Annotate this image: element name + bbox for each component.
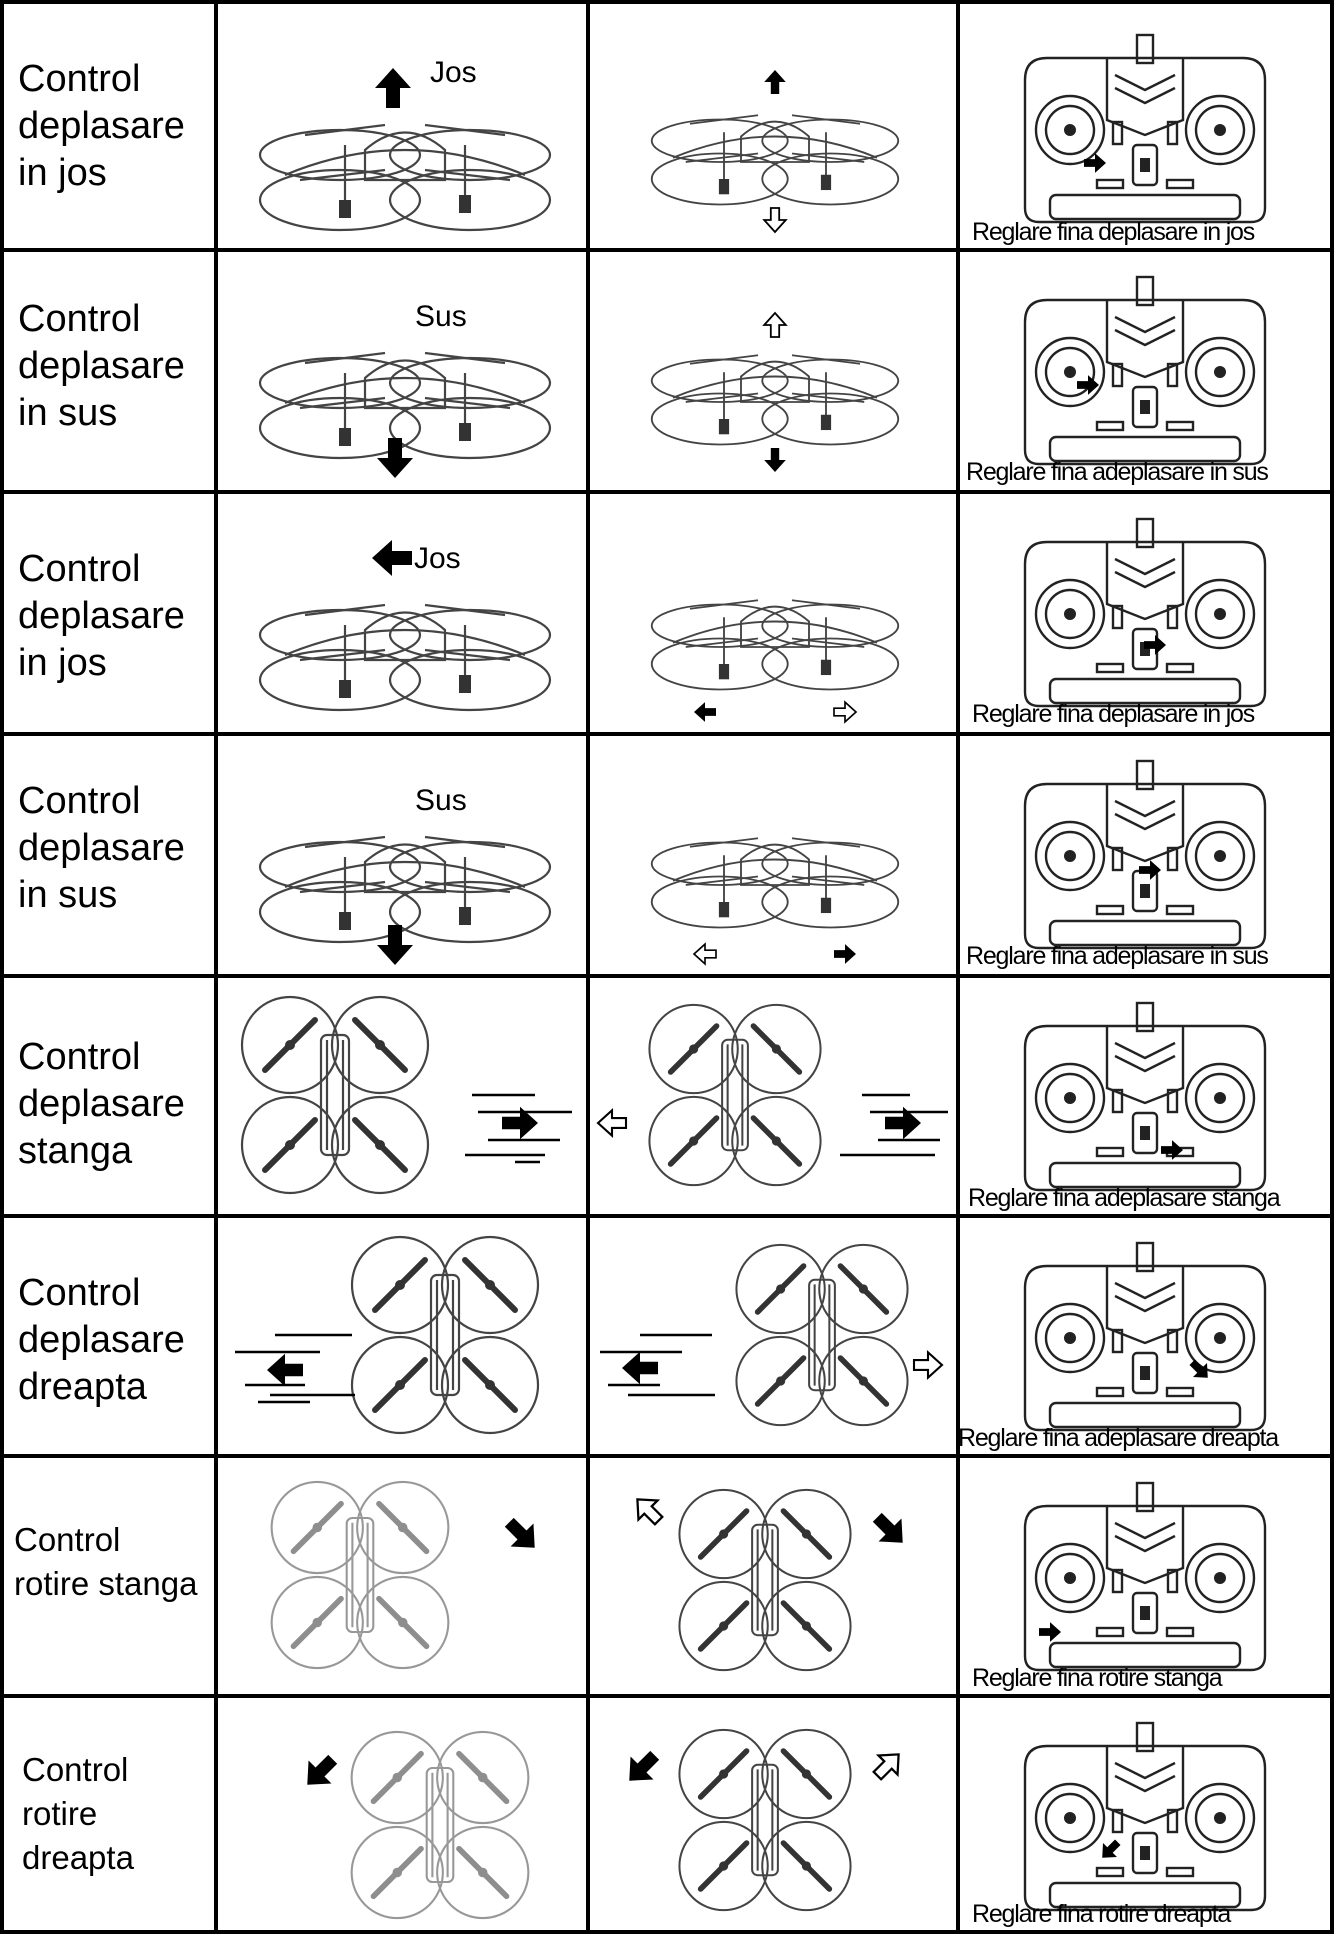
hollow-arrow-up-icon [763, 312, 787, 338]
arrow-down-left-icon [617, 1743, 667, 1793]
hollow-arrow-left-icon [596, 1109, 628, 1137]
arrow-right-icon [1084, 153, 1106, 173]
row-label: Control rotire dreapta [22, 1751, 134, 1876]
trim-caption: Reglare fina rotire stanga [972, 1664, 1223, 1692]
trim-caption: Reglare fina adeplasare dreapta [958, 1424, 1279, 1452]
arrow-down-left-icon [1095, 1835, 1125, 1865]
motion-lines-icon [600, 1333, 715, 1397]
motion-lines-icon [235, 1333, 355, 1404]
row-6-graphics [235, 1237, 1267, 1433]
row-7-graphics [272, 1482, 1267, 1670]
direction-word: Sus [415, 300, 467, 333]
row-label: Control deplasare in sus [18, 780, 185, 916]
direction-word: Sus [415, 784, 467, 817]
trim-caption: Reglare fina deplasare in jos [972, 218, 1255, 246]
row-1-graphics [258, 33, 1267, 233]
trim-caption: Reglare fina adeplasare in sus [966, 458, 1269, 486]
trim-caption: Reglare fina deplasare in jos [972, 700, 1255, 728]
row-4-graphics [258, 759, 1267, 965]
arrow-right-icon [834, 944, 856, 964]
arrow-left-icon [372, 540, 412, 576]
row-8-graphics [295, 1721, 1267, 1918]
arrow-left-icon [694, 702, 716, 722]
trim-caption: Reglare fina adeplasare stanga [968, 1184, 1281, 1212]
hollow-arrow-right-icon [912, 1351, 944, 1379]
arrow-down-left-icon [295, 1747, 345, 1797]
hollow-arrow-left-icon [693, 943, 717, 965]
arrow-down-right-icon [497, 1510, 547, 1560]
arrow-down-icon [764, 448, 786, 472]
arrow-right-icon [1077, 375, 1099, 395]
hollow-arrow-up-left-icon [626, 1488, 670, 1532]
arrow-right-icon [1039, 1622, 1061, 1642]
arrow-left-icon [622, 1351, 658, 1385]
row-label: Control deplasare in sus [18, 298, 185, 434]
arrow-left-icon [267, 1353, 303, 1387]
arrow-up-icon [764, 70, 786, 94]
arrow-down-right-icon [865, 1505, 915, 1555]
row-label: Control deplasare in jos [18, 548, 185, 684]
arrow-up-icon [375, 68, 411, 108]
direction-word: Jos [414, 542, 461, 575]
row-label: Control deplasare dreapta [18, 1272, 185, 1408]
hollow-arrow-right-icon [833, 701, 857, 723]
trim-caption: Reglare fina adeplasare in sus [966, 942, 1269, 970]
trim-caption: Reglare fina rotire dreapta [972, 1900, 1231, 1928]
row-2-graphics [258, 275, 1267, 478]
motion-lines-icon [840, 1093, 948, 1157]
row-3-graphics [258, 517, 1267, 723]
row-label: Control rotire stanga [14, 1521, 198, 1602]
direction-word: Jos [430, 56, 477, 89]
row-label: Control deplasare in jos [18, 58, 185, 194]
row-5-graphics [242, 997, 1267, 1193]
hollow-arrow-up-right-icon [866, 1743, 910, 1787]
hollow-arrow-down-icon [763, 207, 787, 233]
row-label: Control deplasare stanga [18, 1036, 185, 1172]
